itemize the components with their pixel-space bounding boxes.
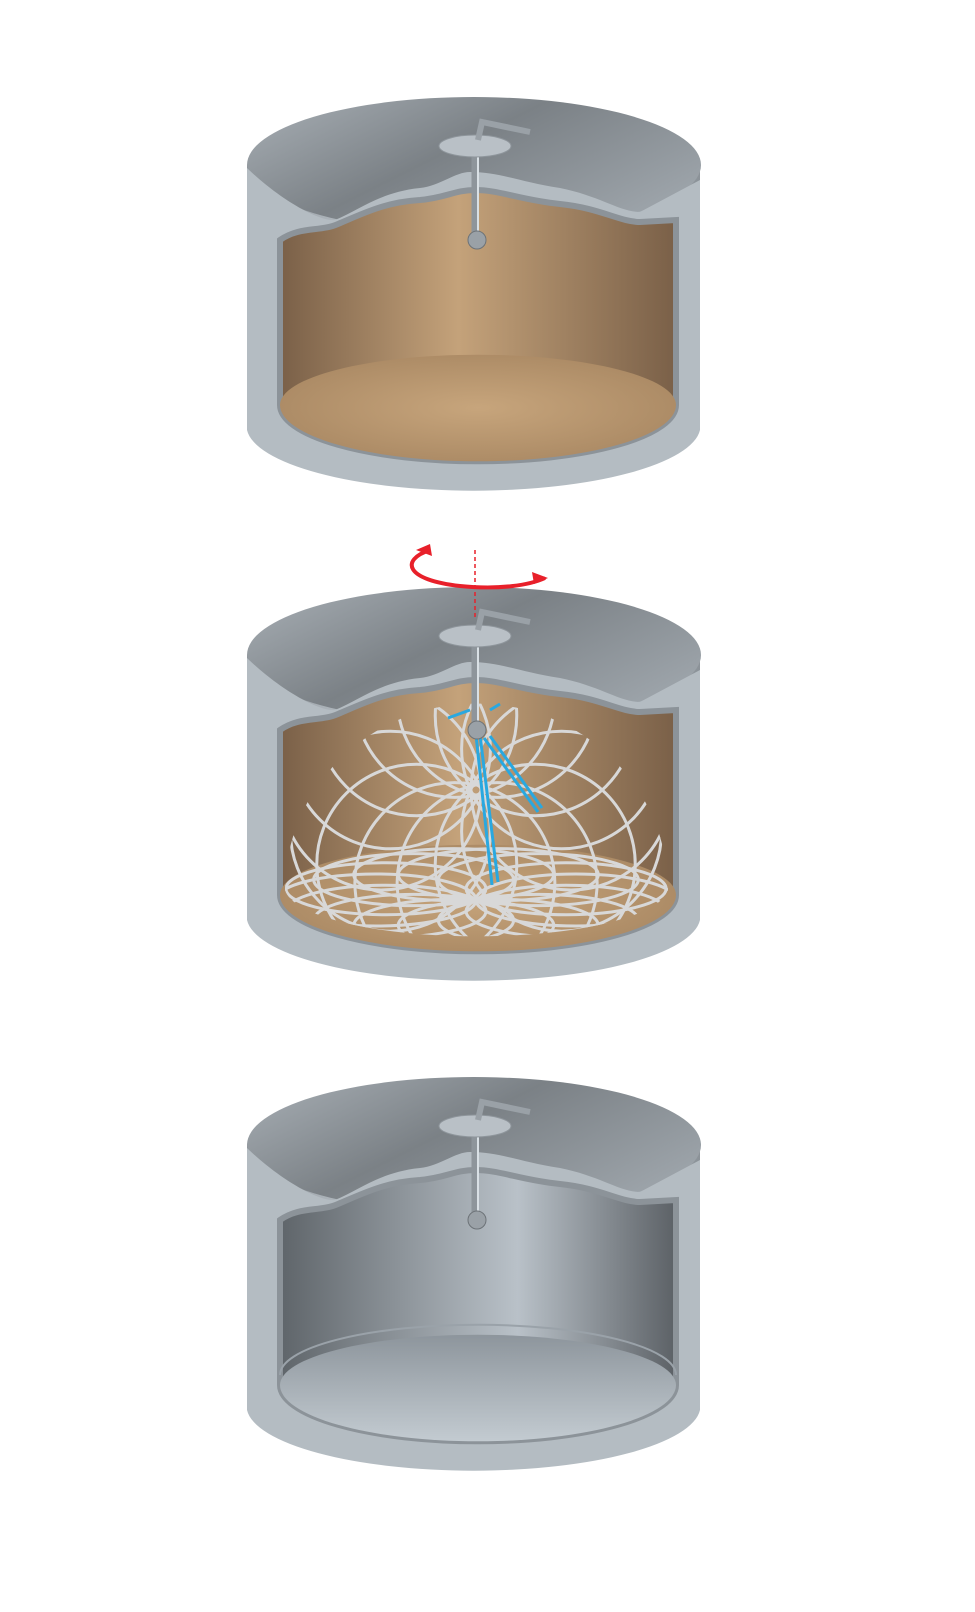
mounting-flange xyxy=(438,134,512,158)
spray-nozzle-assembly xyxy=(438,608,531,740)
mounting-flange xyxy=(438,1114,512,1138)
supply-pipe xyxy=(475,1098,531,1121)
nozzle-head xyxy=(467,1210,487,1230)
nozzle-head xyxy=(467,720,487,740)
spray-arc xyxy=(395,703,599,799)
arrow-tail-icon xyxy=(416,544,432,556)
tank-cleaning xyxy=(247,544,701,981)
arrow-head-icon xyxy=(532,572,548,584)
mounting-flange xyxy=(438,624,512,648)
nozzle-head xyxy=(467,230,487,250)
spray-arc xyxy=(433,762,637,937)
floor-spray-arc xyxy=(464,861,668,917)
spray-nozzle-assembly xyxy=(438,118,531,250)
floor-edge xyxy=(279,1323,677,1376)
floor-spray-arc xyxy=(285,861,488,917)
floor-spray-arc xyxy=(312,852,516,908)
rotation-arrow xyxy=(409,544,548,620)
spray-arc xyxy=(353,703,557,799)
spray-jets xyxy=(447,702,544,886)
tank-dirty xyxy=(247,97,701,491)
spray-arc xyxy=(395,781,599,937)
floor-spray-arc xyxy=(352,847,556,903)
spray-nozzle-assembly xyxy=(438,1098,531,1230)
supply-pipe xyxy=(475,118,531,141)
spray-jet-down xyxy=(474,734,500,886)
spray-jet-side xyxy=(482,735,544,813)
floor-spray-arc xyxy=(436,852,640,908)
spray-arc xyxy=(353,781,557,937)
rotation-arc xyxy=(409,548,546,590)
spray-arc xyxy=(315,762,519,937)
supply-pipe xyxy=(475,608,531,631)
floor-spray-arc xyxy=(396,847,600,903)
tank-clean xyxy=(247,1077,701,1471)
tank-floor xyxy=(280,1334,676,1442)
spray-jet-up xyxy=(447,702,501,720)
tank-floor xyxy=(280,354,676,462)
